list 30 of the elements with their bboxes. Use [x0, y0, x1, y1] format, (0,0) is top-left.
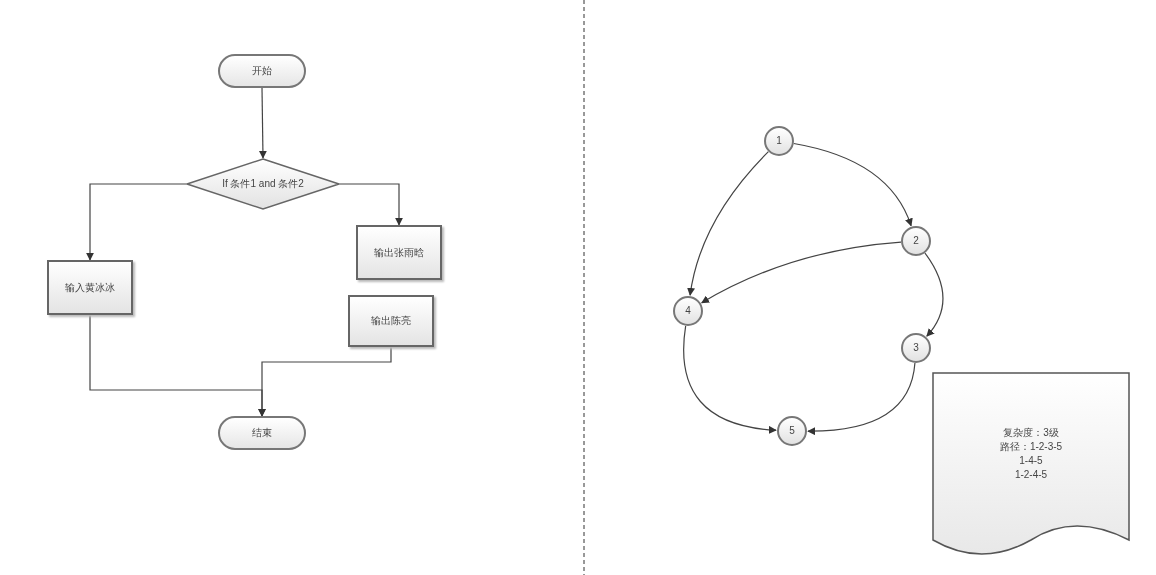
node-label: 输入黄冰冰 [65, 280, 115, 295]
process-box [348, 295, 434, 347]
decision-diamond [186, 158, 340, 210]
node-label: 开始 [252, 64, 272, 78]
node-label: 1 [776, 134, 782, 148]
node-label: 2 [913, 234, 919, 248]
node-label: 复杂度：3级 [1003, 426, 1059, 440]
terminal-shape [218, 416, 306, 450]
node-label: 4 [685, 304, 691, 318]
arrow [86, 183, 187, 261]
terminal-shape [218, 54, 306, 88]
node-label: 路径：1-2-3-5 [999, 440, 1063, 454]
arrow [924, 252, 944, 337]
process-box [356, 225, 442, 280]
arrow [807, 362, 916, 435]
node-label: 输出张雨晗 [374, 245, 424, 260]
node-label: 5 [789, 424, 795, 438]
arrow [258, 346, 392, 417]
arrow [793, 142, 913, 227]
arrow [683, 325, 777, 434]
arrow [258, 87, 267, 159]
arrow [339, 183, 403, 226]
node-label: 结束 [252, 426, 272, 440]
node-label: 1-4-5 [1019, 454, 1043, 468]
arrow [687, 151, 769, 296]
process-box [47, 260, 133, 315]
node-label: If 条件1 and 条件2 [222, 177, 304, 191]
node-label: 3 [913, 341, 919, 355]
node-label: 1-2-4-5 [1014, 468, 1048, 482]
node-label: 输出陈亮 [371, 314, 411, 328]
